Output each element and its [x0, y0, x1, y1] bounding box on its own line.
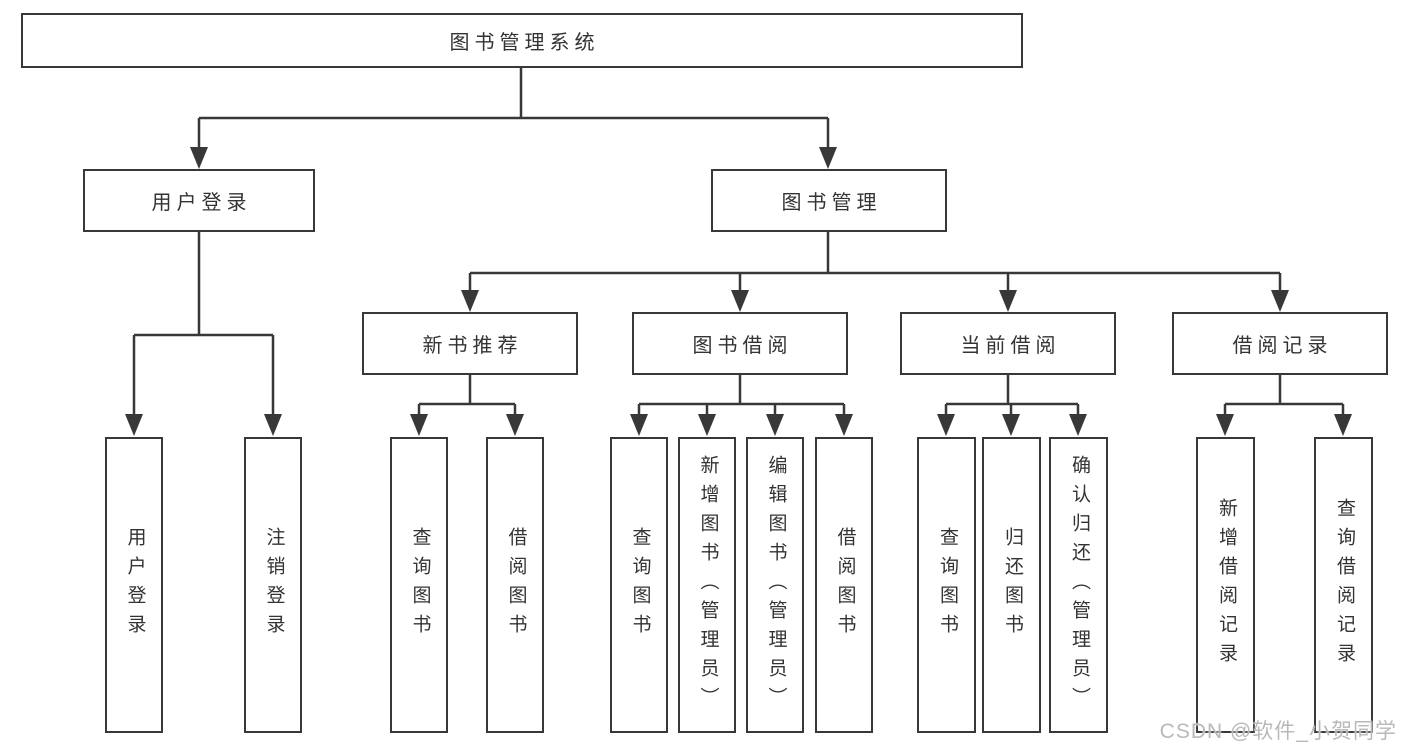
- node-book-management: 图书管理: [711, 169, 947, 232]
- node-book-management-label: 图书管理: [781, 192, 882, 214]
- node-root: 图书管理系统: [21, 13, 1023, 68]
- node-root-label: 图书管理系统: [449, 32, 600, 54]
- node-current-borrow-label: 当前借阅: [960, 335, 1061, 357]
- leaf-user-login-label: 用户登录: [124, 527, 146, 643]
- leaf-confirm-return-admin-label: 确认归还（管理员）: [1068, 454, 1090, 716]
- leaf-query-books-current: 查询图书: [917, 437, 976, 733]
- leaf-query-books-recommend-label: 查询图书: [409, 527, 431, 643]
- leaf-edit-book-admin-label: 编辑图书（管理员）: [765, 454, 787, 716]
- leaf-query-borrow-record: 查询借阅记录: [1314, 437, 1373, 733]
- leaf-return-book-label: 归还图书: [1001, 527, 1023, 643]
- node-borrow-records-label: 借阅记录: [1232, 335, 1333, 357]
- leaf-query-books-borrow: 查询图书: [610, 437, 668, 733]
- leaf-logout-login: 注销登录: [244, 437, 302, 733]
- leaf-borrow-books: 借阅图书: [815, 437, 873, 733]
- leaf-query-books-borrow-label: 查询图书: [629, 527, 651, 643]
- leaf-query-borrow-record-label: 查询借阅记录: [1333, 498, 1355, 672]
- leaf-query-books-recommend: 查询图书: [390, 437, 448, 733]
- leaf-add-book-admin-label: 新增图书（管理员）: [697, 454, 719, 716]
- node-borrow-records: 借阅记录: [1172, 312, 1388, 375]
- node-user-login-label: 用户登录: [151, 192, 252, 214]
- node-new-book-recommend: 新书推荐: [362, 312, 578, 375]
- leaf-return-book: 归还图书: [982, 437, 1041, 733]
- node-user-login: 用户登录: [83, 169, 315, 232]
- leaf-add-book-admin: 新增图书（管理员）: [678, 437, 736, 733]
- leaf-confirm-return-admin: 确认归还（管理员）: [1049, 437, 1108, 733]
- leaf-logout-login-label: 注销登录: [263, 527, 285, 643]
- leaf-borrow-books-recommend-label: 借阅图书: [505, 527, 527, 643]
- node-current-borrow: 当前借阅: [900, 312, 1116, 375]
- leaf-borrow-books-label: 借阅图书: [834, 527, 856, 643]
- node-new-book-recommend-label: 新书推荐: [422, 335, 523, 357]
- leaf-add-borrow-record: 新增借阅记录: [1196, 437, 1255, 733]
- node-book-borrow-label: 图书借阅: [692, 335, 793, 357]
- leaf-edit-book-admin: 编辑图书（管理员）: [746, 437, 804, 733]
- csdn-watermark: CSDN @软件_小贺同学: [1159, 720, 1397, 743]
- leaf-user-login: 用户登录: [105, 437, 163, 733]
- leaf-borrow-books-recommend: 借阅图书: [486, 437, 544, 733]
- leaf-add-borrow-record-label: 新增借阅记录: [1215, 498, 1237, 672]
- node-book-borrow: 图书借阅: [632, 312, 848, 375]
- leaf-query-books-current-label: 查询图书: [936, 527, 958, 643]
